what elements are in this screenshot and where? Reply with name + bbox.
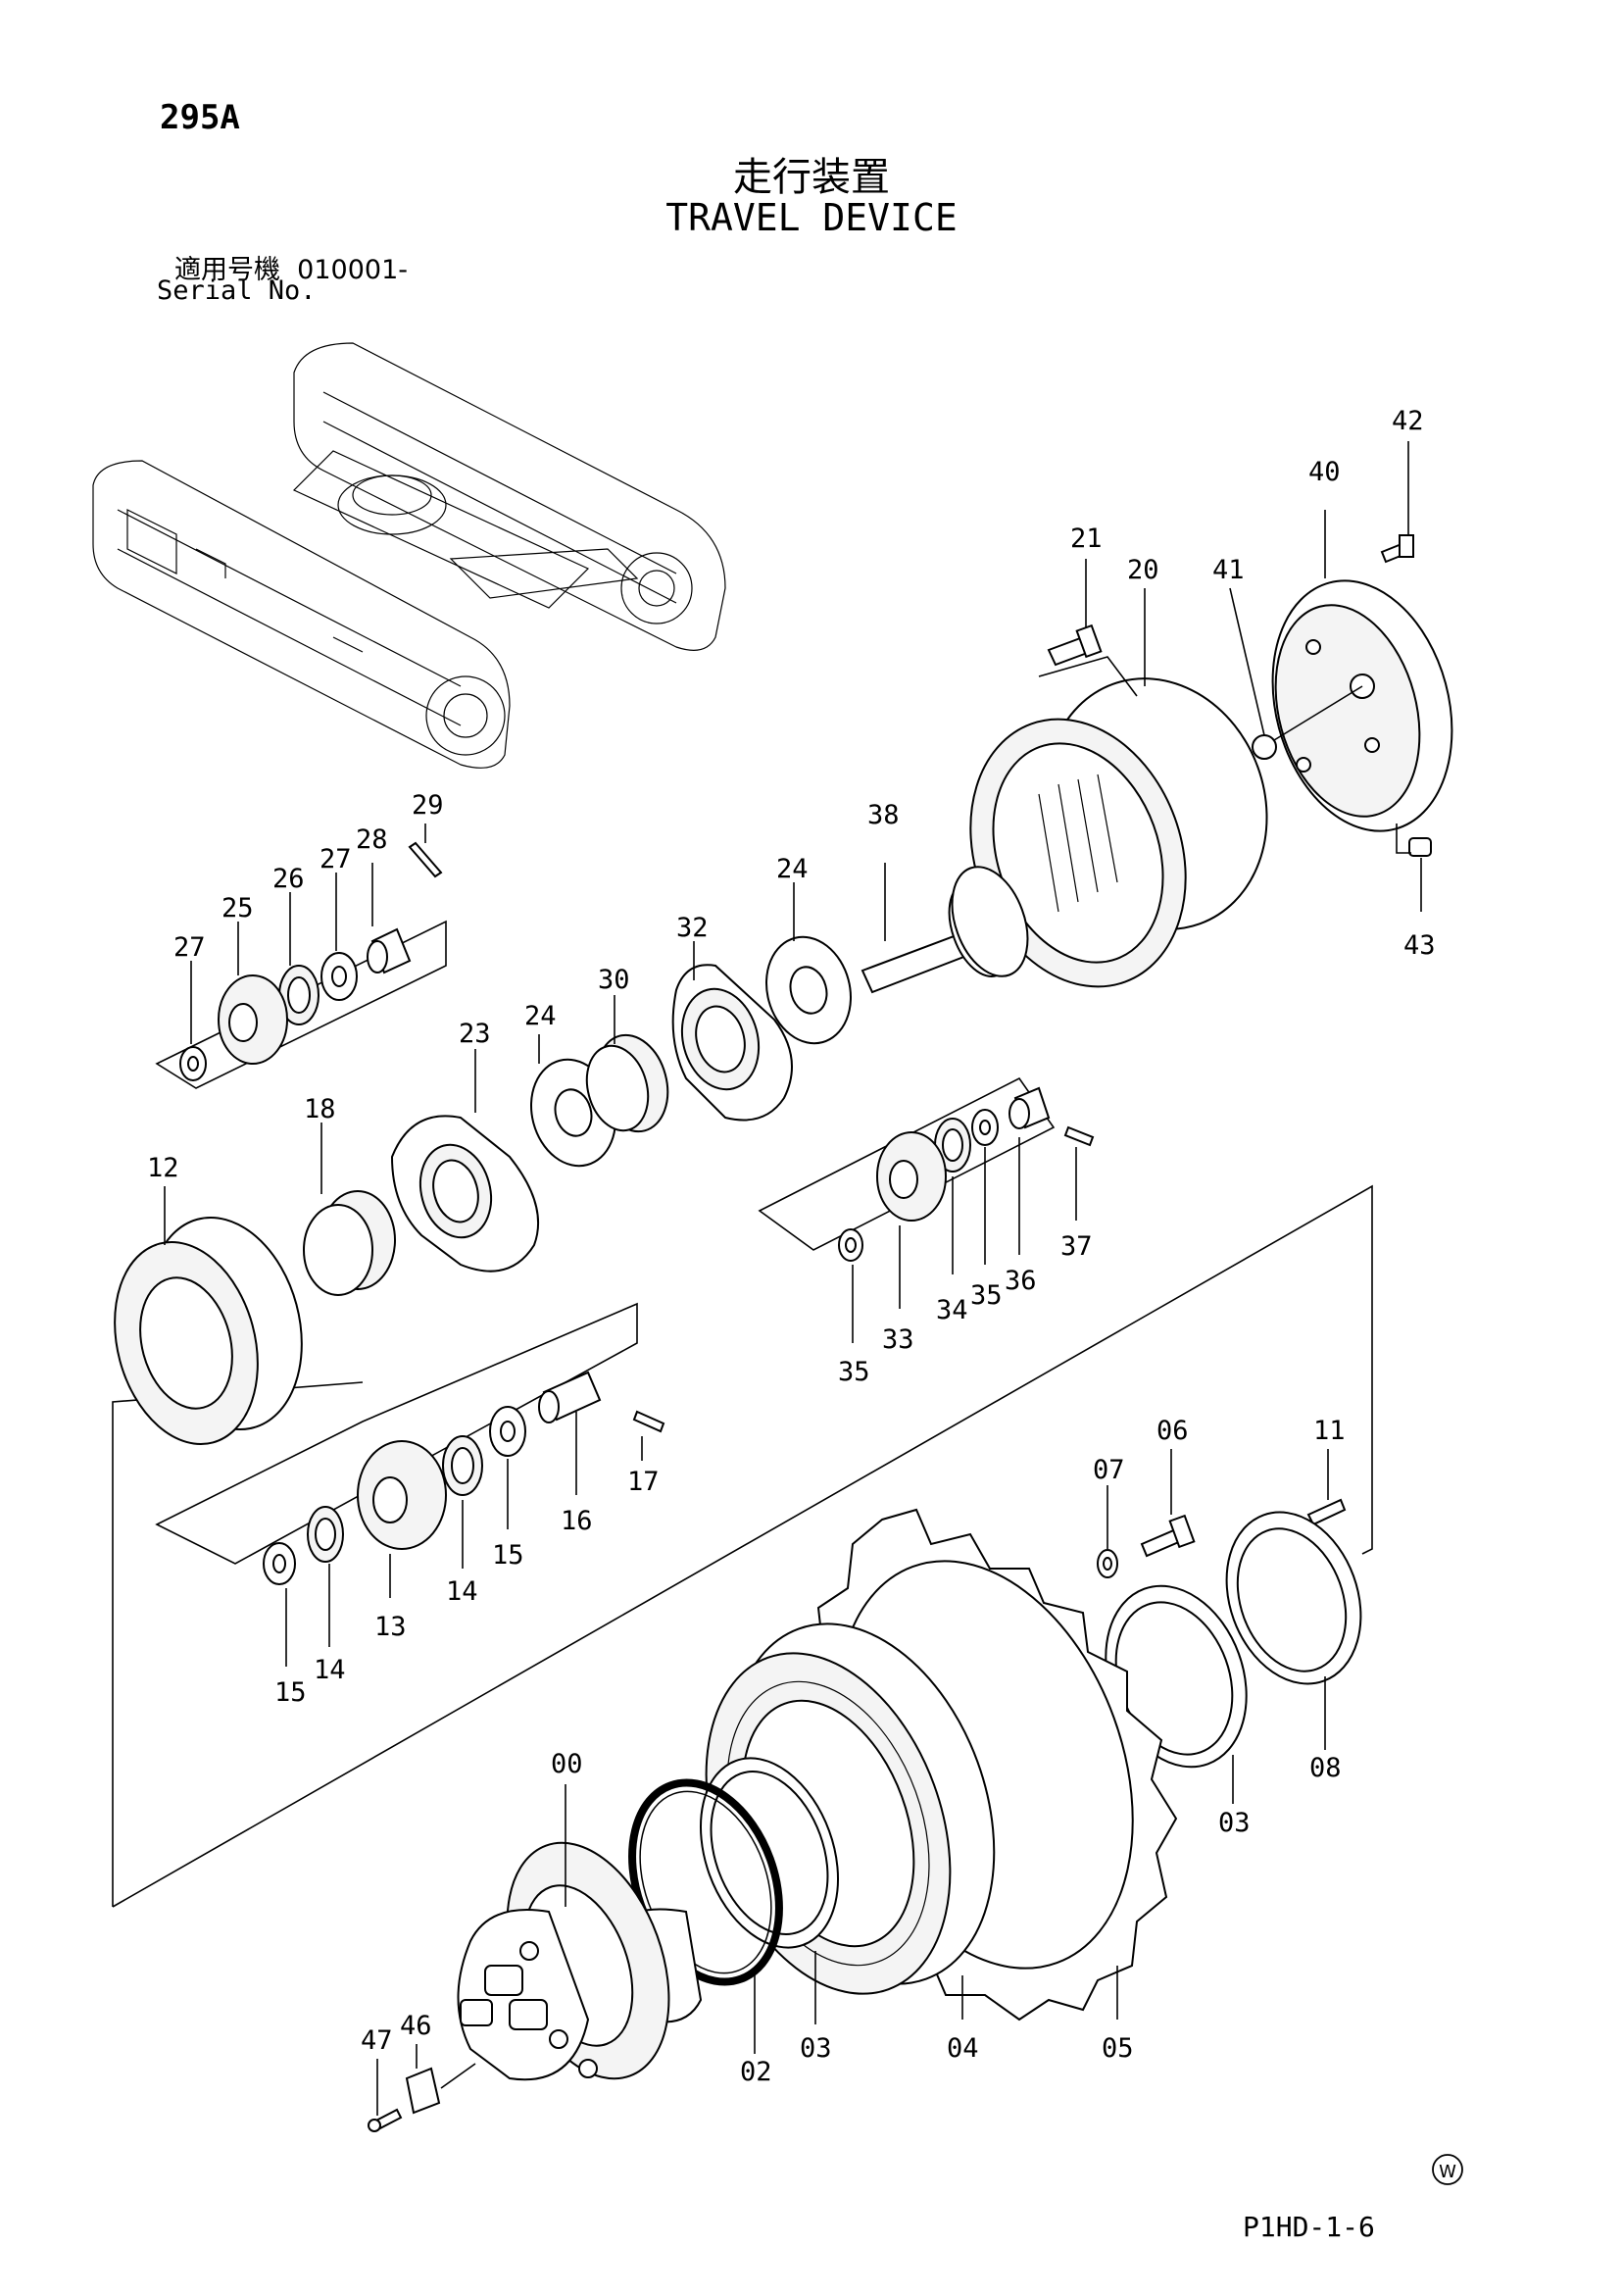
part-36-sleeve xyxy=(1008,1086,1051,1255)
callout-30: 30 xyxy=(598,965,630,995)
callout-36: 36 xyxy=(1005,1266,1037,1296)
page-code: 295A xyxy=(160,98,240,137)
callout-40: 40 xyxy=(1308,457,1341,487)
callout-43: 43 xyxy=(1403,930,1436,961)
part-41-nut xyxy=(1229,587,1363,760)
part-14-needle-bearing-lower xyxy=(307,1506,344,1647)
callout-06: 06 xyxy=(1156,1416,1189,1446)
undercarriage-illustration xyxy=(92,342,726,769)
footer-code: P1HD-1-6 xyxy=(1243,2211,1375,2243)
part-12-housing xyxy=(114,1186,303,1446)
callout-29: 29 xyxy=(412,790,444,821)
part-35-washer-upper xyxy=(971,1109,999,1265)
callout-16: 16 xyxy=(561,1506,593,1536)
callout-08: 08 xyxy=(1309,1753,1342,1783)
callout-12: 12 xyxy=(147,1153,179,1183)
serial-label-english: Serial No. xyxy=(157,275,317,306)
part-27-washer-lower xyxy=(179,961,207,1081)
serial-label-jp-text: 適用号機 xyxy=(174,255,280,285)
callout-27-upper: 27 xyxy=(320,844,352,874)
part-17-pin xyxy=(632,1410,665,1461)
part-40-cover xyxy=(1271,510,1453,832)
part-11-pin xyxy=(1306,1449,1347,1526)
part-24-thrust-washer-upper xyxy=(765,882,852,1045)
callout-18: 18 xyxy=(304,1094,336,1124)
title-english: TRAVEL DEVICE xyxy=(665,196,958,239)
part-15-washer-upper xyxy=(489,1406,526,1529)
callout-46: 46 xyxy=(400,2011,432,2041)
part-06-bolt xyxy=(1140,1449,1196,1558)
callout-15-upper: 15 xyxy=(492,1540,524,1571)
callout-42: 42 xyxy=(1392,406,1424,436)
part-00-travel-motor xyxy=(457,1784,703,2081)
part-30-sun-gear xyxy=(585,995,669,1133)
part-25-planet-gear xyxy=(218,922,288,1065)
callout-17: 17 xyxy=(627,1467,660,1497)
part-33-planet-gear xyxy=(876,1131,947,1309)
watermark-mark: W xyxy=(1432,2154,1463,2185)
callout-33: 33 xyxy=(882,1324,914,1355)
part-07-washer xyxy=(1097,1485,1118,1578)
callout-35-upper: 35 xyxy=(970,1280,1003,1311)
part-15-washer-lower xyxy=(263,1542,296,1667)
callout-24-lower: 24 xyxy=(524,1001,557,1031)
callout-15-lower: 15 xyxy=(274,1677,307,1708)
callout-38: 38 xyxy=(867,800,900,830)
watermark-letter: W xyxy=(1439,2162,1456,2182)
part-46-nameplate xyxy=(405,2044,476,2115)
part-26-needle-bearing xyxy=(278,892,320,1025)
callout-02: 02 xyxy=(740,2057,772,2087)
callout-21: 21 xyxy=(1070,524,1103,554)
callout-23: 23 xyxy=(459,1019,491,1049)
callout-04: 04 xyxy=(947,2033,979,2064)
callout-03-lower: 03 xyxy=(800,2033,832,2064)
callout-35-lower: 35 xyxy=(838,1357,870,1387)
part-13-planet-gear xyxy=(357,1440,447,1598)
callout-47: 47 xyxy=(361,2025,393,2056)
part-42-bolt xyxy=(1380,441,1414,564)
leader-group-lower-left xyxy=(155,1302,638,1565)
part-08-seal xyxy=(1225,1511,1362,1750)
part-21-bolt xyxy=(1047,559,1103,667)
part-37-pin xyxy=(1063,1125,1095,1221)
callout-26: 26 xyxy=(272,864,305,894)
callout-11: 11 xyxy=(1313,1416,1346,1446)
callout-labels: 42 40 21 20 41 43 29 28 27 26 25 27 38 2… xyxy=(147,406,1436,2087)
part-38-shaft xyxy=(861,863,1029,994)
callout-37: 37 xyxy=(1060,1231,1093,1262)
part-28-sleeve xyxy=(367,863,412,974)
callout-14-lower: 14 xyxy=(314,1655,346,1685)
callout-28: 28 xyxy=(356,824,388,855)
callout-07: 07 xyxy=(1093,1455,1125,1485)
callout-34: 34 xyxy=(936,1295,968,1325)
title-japanese: 走行装置 xyxy=(733,155,890,200)
callout-14-upper: 14 xyxy=(446,1576,478,1607)
part-32-carrier xyxy=(671,941,793,1122)
leader-group-right xyxy=(758,1076,1056,1251)
callout-13: 13 xyxy=(374,1612,407,1642)
callout-20: 20 xyxy=(1127,555,1159,585)
callout-03-upper: 03 xyxy=(1218,1808,1251,1838)
callout-24-upper: 24 xyxy=(776,854,809,884)
callout-05: 05 xyxy=(1102,2033,1134,2064)
part-18-sun-gear xyxy=(303,1123,396,1296)
part-16-sleeve xyxy=(538,1371,602,1495)
callout-27-lower: 27 xyxy=(173,932,206,963)
part-29-pin xyxy=(408,824,443,878)
callout-25: 25 xyxy=(221,893,254,923)
callout-00: 00 xyxy=(551,1749,583,1779)
serial-label-japanese: 適用号機 010001- xyxy=(174,248,408,286)
callout-32: 32 xyxy=(676,913,709,943)
part-27-washer-upper xyxy=(320,873,358,1001)
part-43-plug xyxy=(1396,824,1432,912)
part-47-rivet xyxy=(368,2059,403,2132)
part-23-carrier xyxy=(390,1049,540,1273)
part-35-washer-lower xyxy=(838,1228,863,1343)
serial-number-value: 010001- xyxy=(297,255,408,285)
callout-41: 41 xyxy=(1212,555,1245,585)
part-14-needle-bearing-upper xyxy=(442,1435,483,1569)
